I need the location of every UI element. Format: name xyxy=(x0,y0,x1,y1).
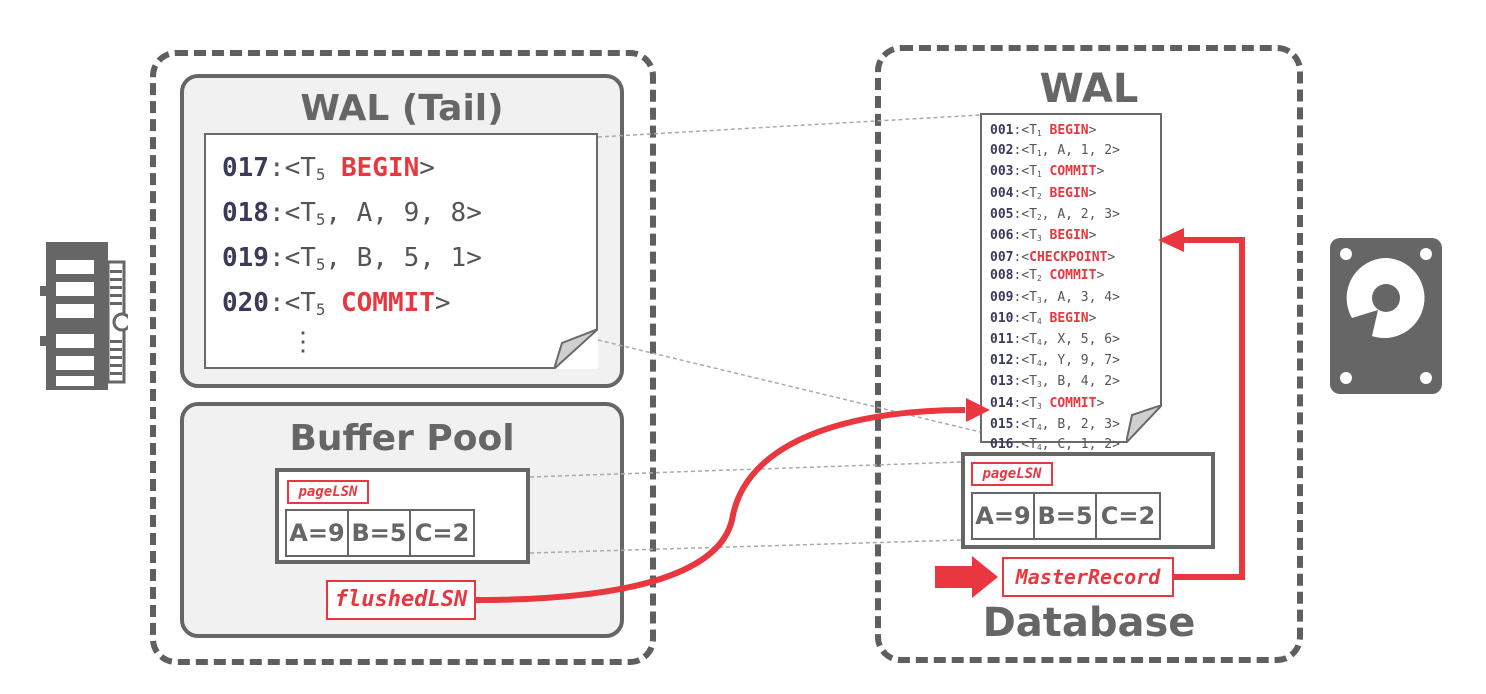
log-record: 004:<T2 BEGIN> xyxy=(990,185,1097,201)
cell-b: B=5 xyxy=(1035,494,1097,538)
flushed-lsn-box: flushedLSN xyxy=(326,580,476,620)
log-record: 018:<T5, A, 9, 8> xyxy=(222,197,482,229)
record-keyword: COMMIT xyxy=(1049,267,1097,283)
record-body: :<T4 xyxy=(1013,310,1042,326)
record-body: :<T5, B, 5, 1 xyxy=(268,242,467,274)
wal-tail-title: WAL (Tail) xyxy=(300,88,504,129)
disk-page-lsn-label: pageLSN xyxy=(971,462,1053,486)
lsn: 005 xyxy=(990,206,1014,222)
record-keyword: BEGIN xyxy=(340,153,420,183)
log-record: 002:<T1, A, 1, 2> xyxy=(990,142,1120,158)
lsn: 002 xyxy=(990,142,1014,158)
lsn: 007 xyxy=(990,249,1014,265)
record-body: :<T3 xyxy=(1013,396,1042,412)
lsn: 014 xyxy=(990,396,1014,412)
lsn: 003 xyxy=(990,163,1014,179)
record-body: :<T4, Y, 9, 7 xyxy=(1013,353,1113,369)
cell-b: B=5 xyxy=(349,511,411,555)
lsn: 019 xyxy=(222,242,269,273)
record-body: :<T5 xyxy=(268,153,326,184)
lsn: 011 xyxy=(990,332,1014,348)
lsn: 020 xyxy=(222,287,269,318)
lsn: 010 xyxy=(990,310,1014,326)
lsn: 001 xyxy=(990,123,1014,138)
record-body: :<T1, A, 1, 2 xyxy=(1013,142,1113,158)
record-body: :<T3, A, 3, 4 xyxy=(1013,289,1113,305)
lsn: 008 xyxy=(990,267,1014,283)
cell-a: A=9 xyxy=(973,494,1035,538)
record-keyword: BEGIN xyxy=(1049,123,1089,138)
disk-wal-records: 001:<T1 BEGIN>002:<T1, A, 1, 2>003:<T1 C… xyxy=(990,123,1120,456)
log-record: 010:<T4 BEGIN> xyxy=(990,310,1097,326)
record-keyword: BEGIN xyxy=(1049,310,1089,326)
log-record: 016:<T4, C, 1, 2> xyxy=(990,437,1120,453)
cell-c: C=2 xyxy=(414,519,470,547)
log-record: 019:<T5, B, 5, 1> xyxy=(222,242,482,274)
record-body: :< xyxy=(1013,249,1030,265)
disk-wal-page: 001:<T1 BEGIN>002:<T1, A, 1, 2>003:<T1 C… xyxy=(980,113,1162,452)
buffer-pool-cells: A=9 B=5 C=2 xyxy=(285,509,475,557)
record-body: :<T4, B, 2, 3 xyxy=(1013,417,1113,433)
log-record: 003:<T1 COMMIT> xyxy=(990,163,1105,179)
lsn: 018 xyxy=(222,197,269,228)
record-body: :<T5 xyxy=(268,287,326,319)
record-body: :<T2, A, 2, 3 xyxy=(1013,206,1113,222)
ram-icon xyxy=(40,242,128,390)
record-keyword: BEGIN xyxy=(1049,227,1089,243)
record-body: :<T2 xyxy=(1013,267,1042,283)
buffer-pool-title: Buffer Pool xyxy=(289,418,515,459)
lsn: 009 xyxy=(990,289,1014,305)
log-record: 012:<T4, Y, 9, 7> xyxy=(990,353,1120,369)
wal-tail-records: 017:<T5 BEGIN>018:<T5, A, 9, 8>019:<T5, … xyxy=(222,149,482,355)
page-lsn-label: pageLSN xyxy=(287,480,369,504)
database-title: Database xyxy=(982,600,1196,646)
lsn: 017 xyxy=(222,153,269,183)
record-body: :<T1 xyxy=(1013,123,1042,138)
record-body: :<T3 xyxy=(1013,227,1042,243)
log-record: 005:<T2, A, 2, 3> xyxy=(990,206,1120,222)
record-body: :<T4, X, 5, 6 xyxy=(1013,332,1113,348)
lsn: 016 xyxy=(990,437,1014,453)
log-record: 014:<T3 COMMIT> xyxy=(990,396,1105,412)
record-body: :<T2 xyxy=(1013,185,1042,201)
log-record: 011:<T4, X, 5, 6> xyxy=(990,332,1120,348)
record-keyword: COMMIT xyxy=(1049,396,1097,412)
log-record: 007:<CHECKPOINT> xyxy=(990,249,1116,265)
log-record: 015:<T4, B, 2, 3> xyxy=(990,417,1120,433)
cell-c: C=2 xyxy=(1100,502,1156,530)
record-keyword: COMMIT xyxy=(1049,163,1097,179)
record-keyword: COMMIT xyxy=(340,287,435,318)
lsn: 013 xyxy=(990,374,1014,390)
log-record: 006:<T3 BEGIN> xyxy=(990,227,1097,243)
disk-page: pageLSN A=9 B=5 C=2 xyxy=(961,452,1215,549)
record-body: :<T1 xyxy=(1013,163,1042,179)
cell-a: A=9 xyxy=(287,511,349,555)
record-keyword: CHECKPOINT xyxy=(1029,249,1108,265)
record-body: :<T3, B, 4, 2 xyxy=(1013,374,1113,390)
wal-tail-page: 017:<T5 BEGIN>018:<T5, A, 9, 8>019:<T5, … xyxy=(204,133,598,369)
lsn: 006 xyxy=(990,227,1014,243)
hard-drive-icon xyxy=(1330,238,1442,394)
log-record: 001:<T1 BEGIN> xyxy=(990,123,1097,138)
buffer-pool-page: pageLSN A=9 B=5 C=2 xyxy=(275,468,530,564)
page-curl-icon xyxy=(1126,405,1162,443)
lsn: 004 xyxy=(990,185,1014,201)
lsn: 012 xyxy=(990,353,1014,369)
record-keyword: BEGIN xyxy=(1049,185,1089,201)
disk-wal-title: WAL xyxy=(1039,66,1139,112)
page-curl-icon xyxy=(554,329,598,369)
ellipsis: ⋮ xyxy=(290,326,316,357)
log-record: 020:<T5 COMMIT> xyxy=(222,287,451,319)
record-body: :<T4, C, 1, 2 xyxy=(1013,437,1113,453)
record-body: :<T5, A, 9, 8 xyxy=(268,197,467,229)
master-record-box: MasterRecord xyxy=(1002,557,1174,597)
disk-page-cells: A=9 B=5 C=2 xyxy=(971,492,1161,540)
log-record: 017:<T5 BEGIN> xyxy=(222,153,435,184)
log-record: 009:<T3, A, 3, 4> xyxy=(990,289,1120,305)
log-record: 008:<T2 COMMIT> xyxy=(990,267,1105,283)
lsn: 015 xyxy=(990,417,1014,433)
log-record: 013:<T3, B, 4, 2> xyxy=(990,374,1120,390)
